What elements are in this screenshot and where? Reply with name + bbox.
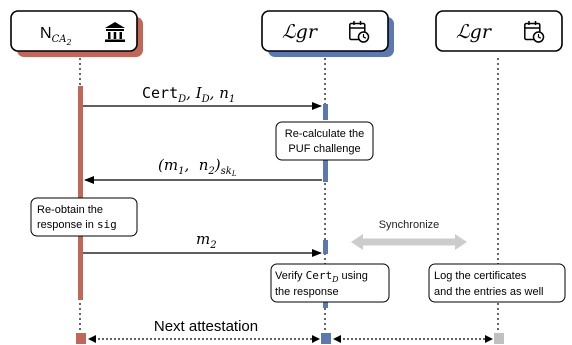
note-reobtain-line-2: response in sig	[37, 218, 117, 231]
synchronize-arrow	[351, 234, 467, 250]
note-log-box	[428, 263, 566, 303]
arrowhead-right-2	[485, 335, 493, 343]
message-cert-label: CertD, ID, n1	[142, 84, 235, 105]
note-verify-line-1: Verify CertD using	[275, 269, 368, 284]
participant-ledger-2: ℒgr	[435, 10, 563, 52]
note-verify-box	[270, 263, 390, 303]
arrowhead-left-1	[88, 335, 96, 343]
end-marker-ledger-2	[494, 333, 504, 344]
note-log: Log the certificates and the entries as …	[428, 263, 566, 303]
note-recalculate-line-2: PUF challenge	[288, 143, 360, 155]
arrowhead-left-2	[333, 335, 341, 343]
bank-icon	[105, 22, 125, 42]
activation-ca	[78, 86, 83, 300]
activation-ledger-1-c	[323, 240, 328, 254]
participant-ledger-2-box	[435, 10, 563, 52]
calendar-clock-icon	[524, 21, 545, 43]
message-m2: m2	[83, 230, 322, 257]
end-marker-ca	[76, 333, 86, 344]
note-recalculate-line-1: Re-calculate the	[285, 128, 365, 140]
next-attestation: Next attestation	[76, 318, 504, 344]
participant-ca: NCA2	[10, 10, 143, 57]
note-verify-line-2: the response	[275, 286, 339, 298]
activation-ledger-1-b	[323, 160, 328, 182]
message-m2-label: m2	[196, 230, 217, 251]
participant-ledger-1: ℒgr	[261, 10, 394, 57]
note-recalculate-box	[275, 121, 374, 161]
synchronize: Synchronize	[351, 219, 467, 250]
next-attestation-label: Next attestation	[154, 318, 258, 335]
message-challenge-label: (m1, n2)skL	[158, 156, 237, 178]
note-reobtain-line-1: Re-obtain the	[37, 204, 103, 216]
message-cert: CertD, ID, n1	[83, 84, 322, 110]
activation-ledger-1-a	[323, 104, 328, 120]
participant-ledger-1-box	[261, 10, 389, 52]
note-recalculate: Re-calculate the PUF challenge	[275, 121, 374, 161]
note-reobtain: Re-obtain the response in sig	[30, 197, 138, 237]
participant-ledger-1-label: ℒgr	[282, 21, 319, 43]
participant-ca-label: NCA2	[40, 25, 72, 47]
end-marker-ledger-1	[321, 333, 331, 344]
message-challenge: (m1, n2)skL	[84, 156, 322, 184]
note-log-line-1: Log the certificates	[434, 270, 527, 282]
note-verify: Verify CertD using the response	[270, 263, 390, 303]
note-log-line-2: and the entries as well	[434, 286, 543, 298]
arrowhead-right-1	[312, 335, 320, 343]
participant-ledger-2-label: ℒgr	[456, 21, 493, 43]
note-reobtain-box	[30, 197, 138, 237]
calendar-clock-icon	[349, 21, 370, 43]
synchronize-label: Synchronize	[379, 219, 440, 231]
